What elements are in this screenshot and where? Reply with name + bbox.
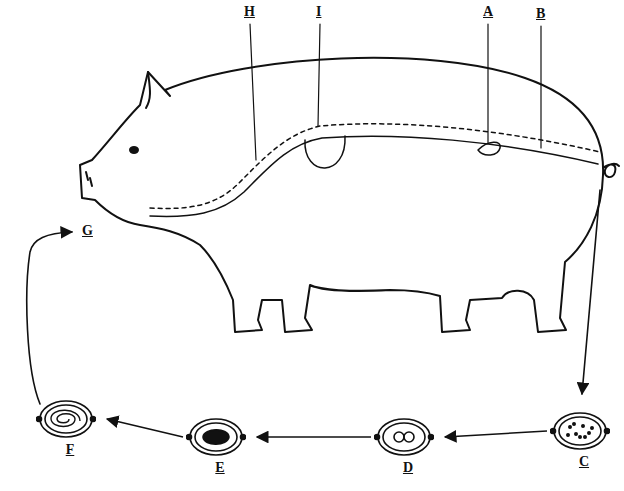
egg-pole [429, 435, 434, 440]
egg-content [582, 425, 584, 427]
stage-letter: F [36, 442, 104, 458]
stage-letter: E [186, 460, 254, 476]
egg-content [51, 410, 80, 426]
callout-letter: H [244, 4, 255, 20]
intestinal-tract [150, 136, 598, 216]
egg-shell [45, 405, 87, 433]
egg-stage: F [36, 398, 104, 458]
egg-content [575, 433, 577, 435]
callout-letter: I [316, 4, 321, 20]
adult-worm [478, 142, 500, 155]
egg-stage: D [374, 416, 442, 476]
stage-letter: C [550, 454, 618, 470]
egg-shell [559, 417, 601, 445]
pig-tail [603, 164, 619, 177]
egg-pole [551, 429, 556, 434]
leader-line [318, 24, 320, 126]
leader-line [487, 24, 488, 143]
callout-letter: B [536, 6, 545, 22]
egg-content [588, 432, 590, 434]
egg-shell [554, 413, 606, 449]
egg-pole [187, 435, 192, 440]
cycle-arrow [445, 431, 547, 437]
egg-content [569, 426, 571, 428]
egg-stage: C [550, 410, 618, 470]
callout-letter: A [483, 4, 493, 20]
leader-line [250, 24, 256, 160]
egg-pole [37, 417, 42, 422]
egg-content [591, 427, 593, 429]
egg-pole [605, 429, 610, 434]
pig-eye [130, 147, 138, 153]
pig-ear [146, 72, 150, 108]
egg-content [579, 436, 581, 438]
pig-outline [80, 58, 603, 332]
egg-content [203, 430, 229, 444]
egg-pole [375, 435, 380, 440]
egg-outline [550, 410, 610, 452]
cycle-arrow [27, 232, 72, 404]
egg-pole [241, 435, 246, 440]
egg-outline [186, 416, 246, 458]
cycle-arrow [582, 190, 600, 394]
egg-outline [36, 398, 96, 440]
egg-shell [195, 423, 237, 451]
egg-shell [40, 401, 92, 437]
pig-nostril [86, 172, 92, 186]
egg-content [573, 423, 575, 425]
egg-outline [374, 416, 434, 458]
egg-content [394, 432, 404, 442]
cycle-arrow [257, 436, 371, 438]
stage-letter: D [374, 460, 442, 476]
egg-shell [190, 419, 242, 455]
egg-content [404, 432, 414, 442]
egg-stage: E [186, 416, 254, 476]
stomach [305, 136, 345, 168]
cycle-arrow [107, 419, 183, 437]
leader-line [540, 26, 541, 148]
egg-shell [378, 419, 430, 455]
egg-content [567, 434, 569, 436]
egg-content [584, 436, 586, 438]
callout-letter: G [82, 223, 93, 239]
egg-shell [383, 423, 425, 451]
egg-pole [91, 417, 96, 422]
